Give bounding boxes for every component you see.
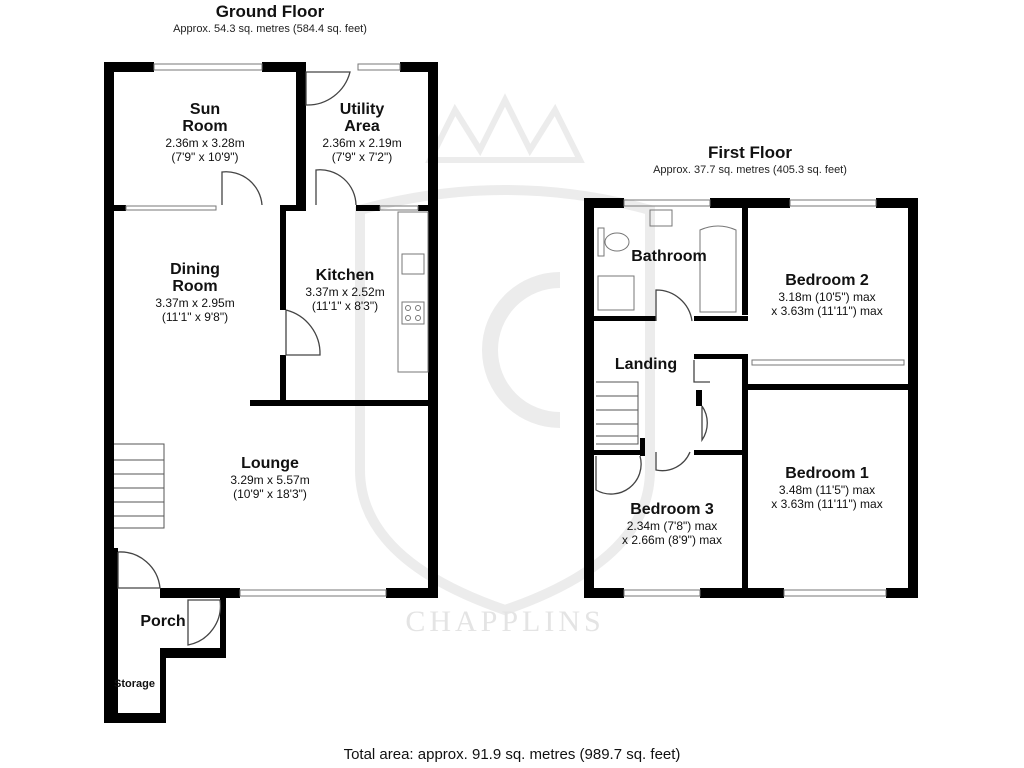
- ground-floor-title: Ground Floor: [215, 2, 325, 21]
- room-imperial: x 3.63m (11'11") max: [771, 497, 883, 512]
- room-name: Sun: [189, 101, 221, 118]
- room-name: Bedroom 2: [785, 272, 869, 289]
- room-dining-room: Dining Room 3.37m x 2.95m (11'1" x 9'8"): [120, 261, 270, 324]
- room-sun-room: Sun Room 2.36m x 3.28m (7'9" x 10'9"): [120, 101, 290, 164]
- room-name: Area: [344, 117, 380, 135]
- first-floor-title: First Floor: [707, 143, 793, 162]
- room-imperial: x 3.63m (11'11") max: [771, 304, 883, 319]
- room-imperial: (11'1" x 9'8"): [161, 309, 229, 324]
- first-floor-area: Approx. 37.7 sq. metres (405.3 sq. feet): [653, 164, 847, 176]
- room-name: Bedroom 3: [630, 501, 714, 518]
- room-metric: 3.18m (10'5") max: [778, 289, 876, 304]
- room-metric: 3.37m x 2.52m: [305, 284, 385, 299]
- room-metric: 2.36m x 3.28m: [165, 135, 245, 150]
- room-storage: Storage: [114, 678, 155, 690]
- room-utility-area: Utility Area 2.36m x 2.19m (7'9" x 7'2"): [302, 101, 422, 164]
- room-landing: Landing: [604, 356, 688, 374]
- room-name: Kitchen: [315, 267, 375, 284]
- ground-floor-windows: [125, 63, 419, 597]
- room-metric: 3.48m (11'5") max: [778, 482, 876, 497]
- room-name: Lounge: [241, 455, 299, 472]
- room-name: Room: [172, 277, 218, 295]
- ground-floor-doors: [117, 71, 357, 646]
- ground-floor-stairs: [114, 443, 165, 529]
- first-floor-walls: [584, 198, 918, 598]
- first-floor-doors: [595, 289, 710, 495]
- ground-floor-walls: [104, 62, 438, 723]
- room-imperial: (7'9" x 10'9"): [171, 149, 239, 164]
- first-floor-stairs: [596, 381, 639, 445]
- room-metric: 3.29m x 5.57m: [230, 472, 310, 487]
- room-porch: Porch: [128, 613, 198, 631]
- room-bedroom-1: Bedroom 1 3.48m (11'5") max x 3.63m (11'…: [752, 465, 902, 512]
- room-imperial: (11'1" x 8'3"): [311, 299, 379, 314]
- total-area: Total area: approx. 91.9 sq. metres (989…: [343, 746, 681, 763]
- room-metric: 2.36m x 2.19m: [322, 135, 402, 150]
- room-metric: 3.37m x 2.95m: [155, 295, 235, 310]
- room-imperial: x 2.66m (8'9") max: [622, 533, 722, 548]
- room-metric: 2.34m (7'8") max: [626, 518, 718, 533]
- watermark-crest: [355, 93, 655, 616]
- ground-floor-area: Approx. 54.3 sq. metres (584.4 sq. feet): [173, 23, 367, 35]
- room-name: Bathroom: [631, 248, 707, 265]
- room-bedroom-3: Bedroom 3 2.34m (7'8") max x 2.66m (8'9"…: [602, 501, 742, 548]
- room-name: Porch: [140, 613, 186, 630]
- first-floor-windows: [623, 199, 905, 597]
- bathroom-fixtures: [597, 209, 737, 313]
- kitchen-fixtures: [397, 211, 429, 373]
- room-imperial: (7'9" x 7'2"): [331, 149, 393, 164]
- room-bedroom-2: Bedroom 2 3.18m (10'5") max x 3.63m (11'…: [752, 272, 902, 319]
- room-name: Dining: [170, 261, 220, 278]
- watermark-text: CHAPPLINS: [405, 605, 605, 638]
- room-name: Landing: [614, 356, 678, 373]
- room-imperial: (10'9" x 18'3"): [233, 487, 307, 502]
- room-bathroom: Bathroom: [614, 248, 724, 266]
- room-name: Room: [182, 117, 228, 135]
- room-kitchen: Kitchen 3.37m x 2.52m (11'1" x 8'3"): [290, 267, 400, 314]
- room-lounge: Lounge 3.29m x 5.57m (10'9" x 18'3"): [190, 455, 350, 502]
- room-name: Bedroom 1: [785, 465, 869, 482]
- room-name: Utility: [339, 101, 385, 118]
